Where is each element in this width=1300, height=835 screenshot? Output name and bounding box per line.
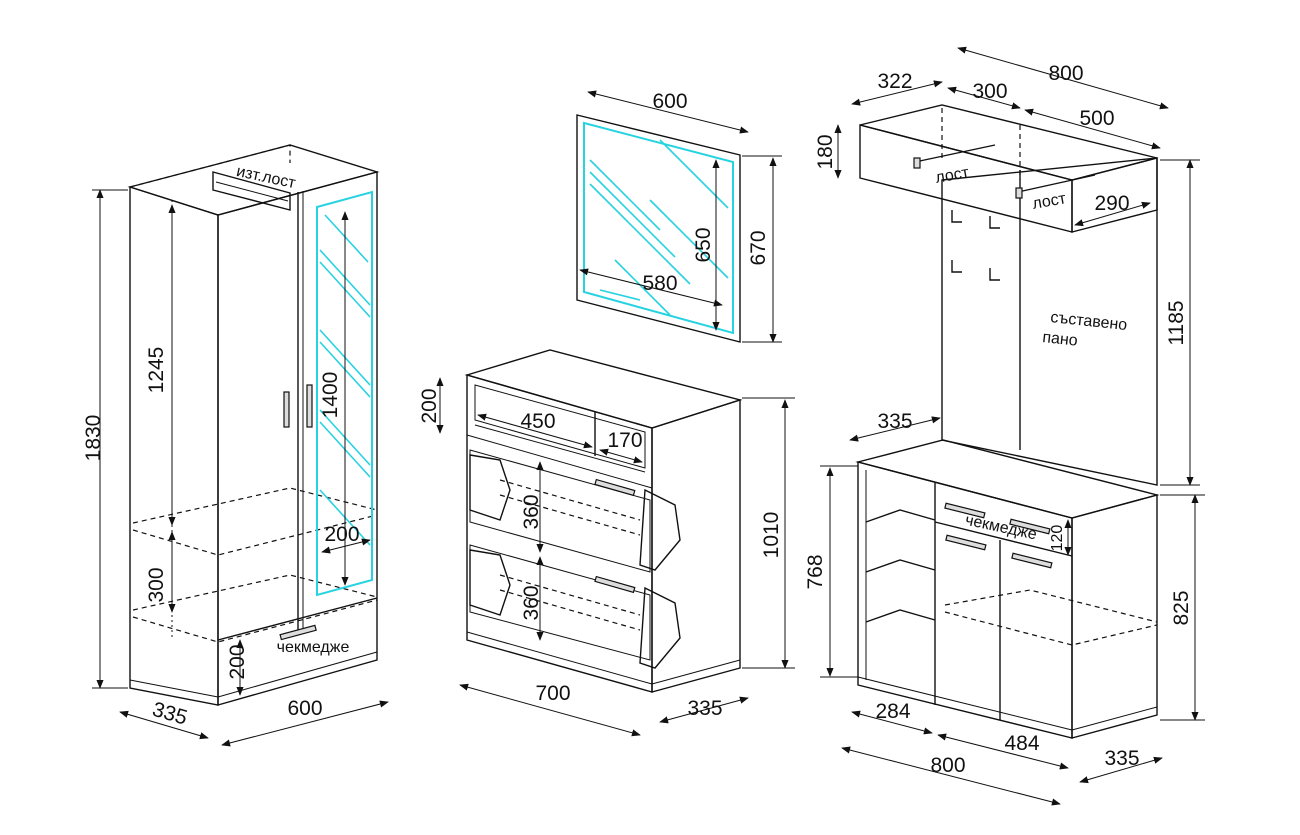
panel-depth-label: 335 [877, 410, 912, 433]
hall-cabinet-front [857, 461, 1073, 739]
door-handle-left [283, 391, 290, 428]
shelf-height-label: 180 [814, 134, 837, 169]
rod-label-1: лост [934, 164, 971, 187]
mirror-height-label: 670 [747, 230, 770, 265]
door-mirror [316, 190, 373, 597]
hall-drawer-handle-2 [1009, 518, 1051, 535]
shoe-flap-2 [469, 544, 651, 661]
wardrobe-mirror-bottom-label: 200 [324, 523, 359, 546]
door-handle-1 [945, 534, 987, 551]
door-handle-right [306, 384, 313, 428]
rod-1 [914, 144, 996, 163]
wardrobe-shelf-gap-label: 300 [145, 567, 168, 602]
wardrobe-rod-label: изт.лост [235, 163, 298, 192]
hook-2 [989, 216, 1000, 229]
wardrobe-inner-height-label: 1245 [145, 347, 168, 394]
door-handle-2 [1011, 552, 1053, 569]
shoe-cabinet: 200 450 170 360 360 1010 700 335 [418, 349, 795, 737]
wardrobe-side [129, 186, 219, 706]
wardrobe-depth-label: 335 [150, 698, 190, 730]
shoe-compartment-width-label: 450 [520, 410, 555, 433]
shoe-flap-height-2-label: 360 [520, 585, 543, 620]
panel-label-line2: пано [1042, 329, 1079, 350]
panel-height-label: 1185 [1165, 300, 1188, 345]
mirror-inner-height-label: 650 [692, 227, 715, 262]
hall-width-label: 800 [930, 754, 965, 777]
door-width-label: 484 [1004, 732, 1039, 755]
hook-3 [951, 260, 962, 273]
shoe-height-label: 1010 [760, 512, 783, 559]
wardrobe-drawer-height-label: 200 [226, 644, 249, 679]
wardrobe-mirror-height-label: 1400 [319, 372, 342, 419]
hall-cabinet-top [855, 439, 1160, 519]
mirror-glass [583, 121, 734, 335]
shoe-flap-1 [469, 449, 651, 573]
mirror-inner-width-label: 580 [642, 272, 677, 295]
shoe-top-height-label: 200 [418, 388, 441, 423]
wardrobe-height-label: 1830 [82, 415, 105, 462]
open-width-label: 284 [875, 700, 910, 723]
drawer-handle [279, 624, 317, 641]
shoe-flap-height-1-label: 360 [520, 494, 543, 529]
rod-label-2: лост [1031, 190, 1068, 213]
shelf-width-label: 800 [1048, 62, 1083, 85]
shoe-cabinet-top [464, 349, 743, 429]
mirror-width-label: 600 [652, 90, 687, 113]
hall-drawer-handle-1 [944, 502, 986, 519]
flap-bracket-1 [469, 454, 511, 521]
shoe-width-label: 700 [535, 682, 570, 705]
pull-out-rod [212, 171, 291, 211]
wardrobe-width-label: 600 [287, 697, 322, 720]
hall-depth-label: 335 [1104, 747, 1139, 770]
wardrobe: 1830 1245 1400 300 200 200 335 600 изт.л… [82, 144, 389, 747]
cabinet-inner-height-label: 768 [804, 554, 827, 589]
shelf-depth-label: 322 [877, 70, 912, 93]
cabinet-height-label: 825 [1170, 590, 1193, 625]
flap-bracket-2 [469, 549, 511, 616]
hook-1 [951, 210, 962, 223]
section-right-label: 500 [1079, 107, 1114, 130]
section-left-label: 300 [972, 80, 1007, 103]
shoe-depth-label: 335 [687, 697, 722, 720]
inner-depth-label: 290 [1094, 192, 1129, 215]
shoe-small-width-label: 170 [607, 429, 642, 452]
hall-unit: 322 800 300 500 180 лост лост 290 1185 с… [804, 46, 1205, 806]
wardrobe-drawer-label: чекмедже [277, 639, 350, 656]
shoe-cabinet-front [466, 374, 653, 693]
shoe-cabinet-side [651, 399, 741, 693]
drawer-height-label: 120 [1049, 525, 1066, 552]
rod-2 [1017, 174, 1096, 193]
mirror-frame [576, 114, 741, 343]
wall-mirror: 600 580 650 670 [576, 90, 782, 343]
hook-4 [989, 268, 1000, 281]
wall-panel [941, 157, 1158, 486]
